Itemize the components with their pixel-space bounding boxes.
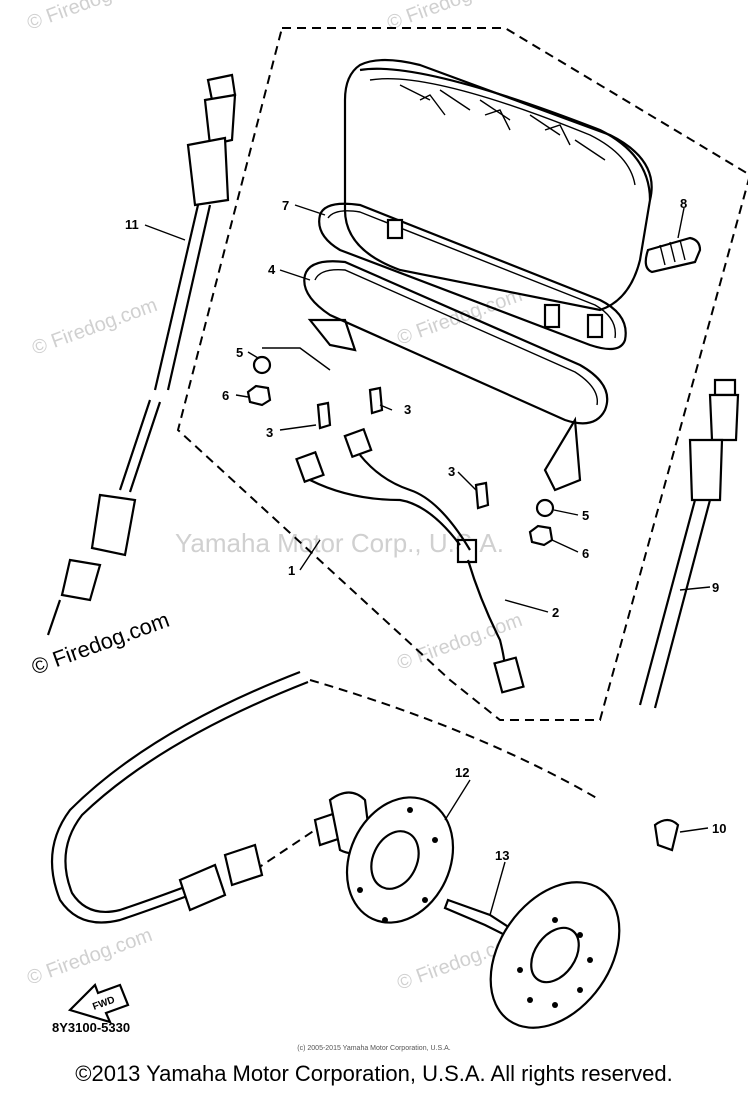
watermark-firedog: © Firedog.com [24, 924, 155, 990]
callout-3a: 3 [266, 425, 273, 440]
watermark-firedog-dark: © Firedog.com [28, 607, 172, 680]
cable-guide-line-2 [254, 829, 316, 871]
wire-harness-2 [295, 427, 525, 694]
callout-5a: 5 [236, 345, 243, 360]
bracket-left [307, 318, 357, 352]
gasket-7 [318, 202, 627, 351]
fwd-arrow-icon: FWD [67, 983, 130, 1024]
nut-6 [246, 384, 272, 407]
bolt [586, 313, 604, 339]
small-footer-text: (c) 2005-2015 Yamaha Motor Corporation, … [297, 1045, 450, 1052]
drive-cable-assembly [50, 670, 309, 924]
assembly-outline [176, 27, 748, 721]
watermark-yamaha: Yamaha Motor Corp., U.S.A. [175, 528, 504, 558]
callout-6b: 6 [582, 546, 589, 561]
pin-13 [443, 898, 512, 937]
washer-5 [252, 355, 272, 375]
callout-11: 11 [125, 217, 139, 232]
watermark-firedog: © Firedog.com [384, 0, 515, 35]
cable-guide-line [309, 679, 601, 801]
callout-10: 10 [712, 821, 726, 836]
callout-1: 1 [288, 563, 295, 578]
callout-6a: 6 [222, 388, 229, 403]
bolt [386, 218, 404, 240]
ring-4 [303, 260, 609, 425]
callout-5b: 5 [582, 508, 589, 523]
washer-5 [535, 498, 555, 518]
callout-9: 9 [712, 580, 719, 595]
callout-3c: 3 [448, 464, 455, 479]
leader-lines [144, 204, 711, 916]
leader-line [262, 347, 331, 371]
gear-unit-12 [313, 791, 455, 924]
nut-6 [528, 524, 554, 547]
meter-housing [343, 58, 653, 312]
bulb-3 [368, 386, 384, 415]
tachometer-cable-9 [638, 378, 740, 709]
bulb-3 [316, 401, 332, 430]
bolt [543, 303, 561, 329]
bracket-right [543, 416, 582, 492]
diagram-code: 8Y3100-5330 [52, 1020, 130, 1035]
clip-10 [653, 818, 680, 852]
speedometer-cable-11 [46, 73, 237, 636]
copyright-notice: ©2013 Yamaha Motor Corporation, U.S.A. A… [75, 1061, 673, 1086]
watermark-firedog: © Firedog.com [394, 284, 525, 350]
hub-disc [489, 881, 621, 1029]
bulb-3 [474, 481, 490, 510]
watermark-firedog: © Firedog.com [24, 0, 155, 35]
callout-13: 13 [495, 848, 509, 863]
callout-8: 8 [680, 196, 687, 211]
watermark-firedog: © Firedog.com [29, 294, 160, 360]
callout-12: 12 [455, 765, 469, 780]
callout-7: 7 [282, 198, 289, 213]
callout-3b: 3 [404, 402, 411, 417]
callout-2: 2 [552, 605, 559, 620]
callout-4: 4 [268, 262, 276, 277]
